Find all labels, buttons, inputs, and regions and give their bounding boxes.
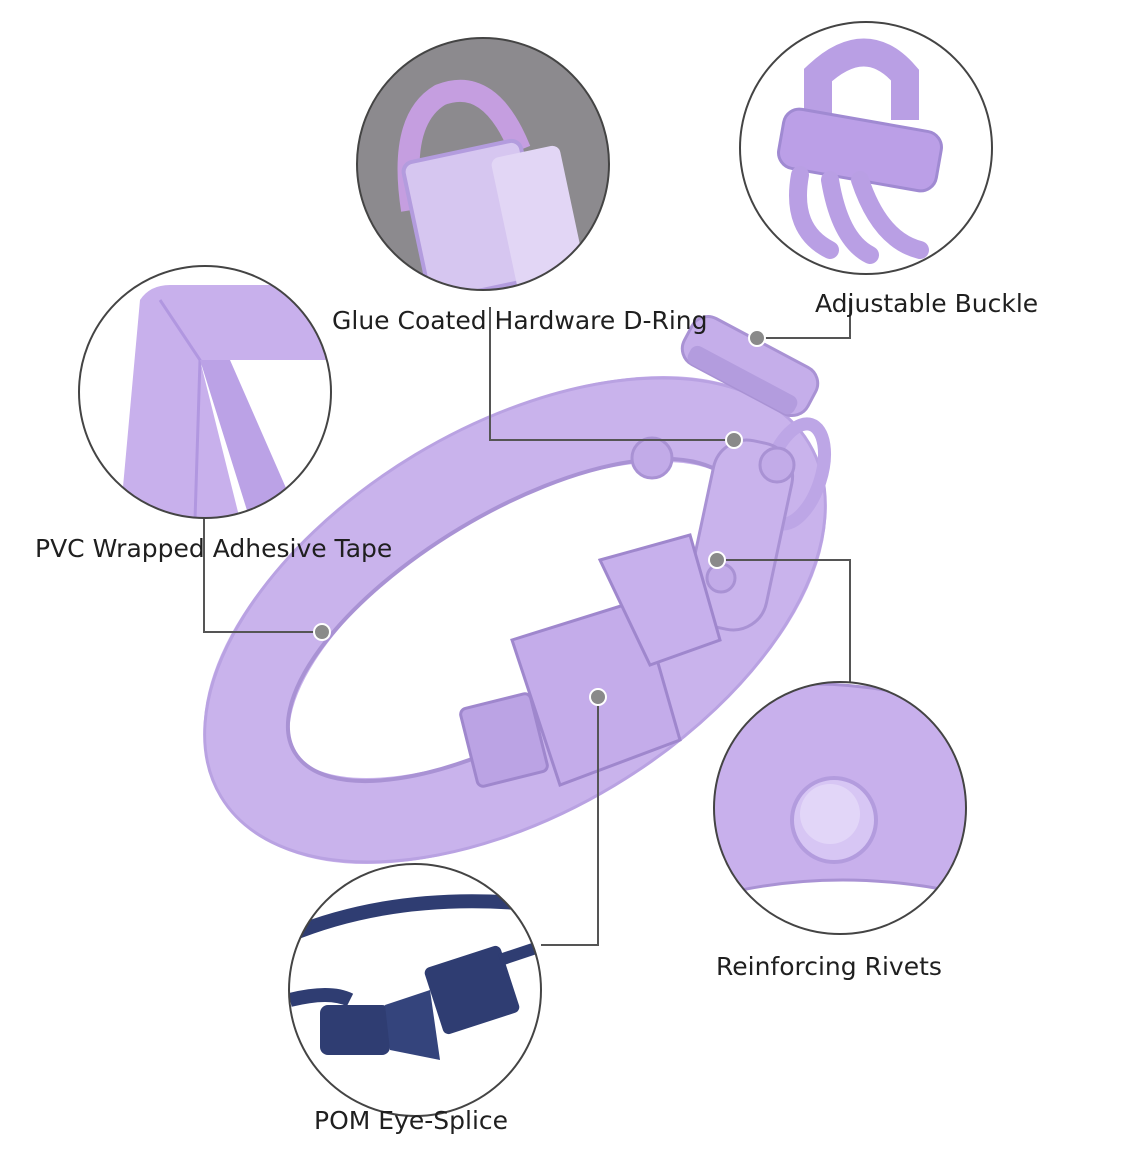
connector-splice (541, 697, 599, 946)
detail-circle-tape (78, 265, 332, 519)
collar-clip-window (459, 692, 549, 788)
callout-dots (313, 329, 766, 706)
dot-rivets (708, 551, 726, 569)
collar-strap-edge (203, 376, 827, 864)
collar-rivet (630, 436, 674, 480)
detail-circle-splice (288, 863, 542, 1117)
detail-circle-rivets (713, 681, 967, 935)
label-dring: Glue Coated Hardware D-Ring (332, 306, 708, 335)
collar-illustration (203, 315, 831, 865)
detail-circle-dring (356, 37, 610, 291)
detail-circle-buckle (739, 21, 993, 275)
label-buckle: Adjustable Buckle (815, 289, 1038, 318)
collar-slide-band (687, 345, 798, 415)
collar-rivet (758, 446, 796, 484)
label-splice: POM Eye-Splice (314, 1106, 508, 1135)
dot-dring (725, 431, 743, 449)
dot-tape (313, 623, 331, 641)
callout-labels: Glue Coated Hardware D-Ring Adjustable B… (35, 289, 1038, 1135)
dot-splice (589, 688, 607, 706)
connector-dring (489, 307, 734, 441)
connector-rivets (717, 559, 851, 682)
dot-buckle (748, 329, 766, 347)
connector-buckle (757, 298, 851, 339)
connector-tape (203, 515, 322, 633)
callout-connectors (203, 298, 851, 946)
collar-rivet (705, 562, 737, 594)
label-tape: PVC Wrapped Adhesive Tape (35, 534, 392, 563)
collar-clip-male (597, 533, 722, 667)
label-rivets: Reinforcing Rivets (716, 952, 942, 981)
